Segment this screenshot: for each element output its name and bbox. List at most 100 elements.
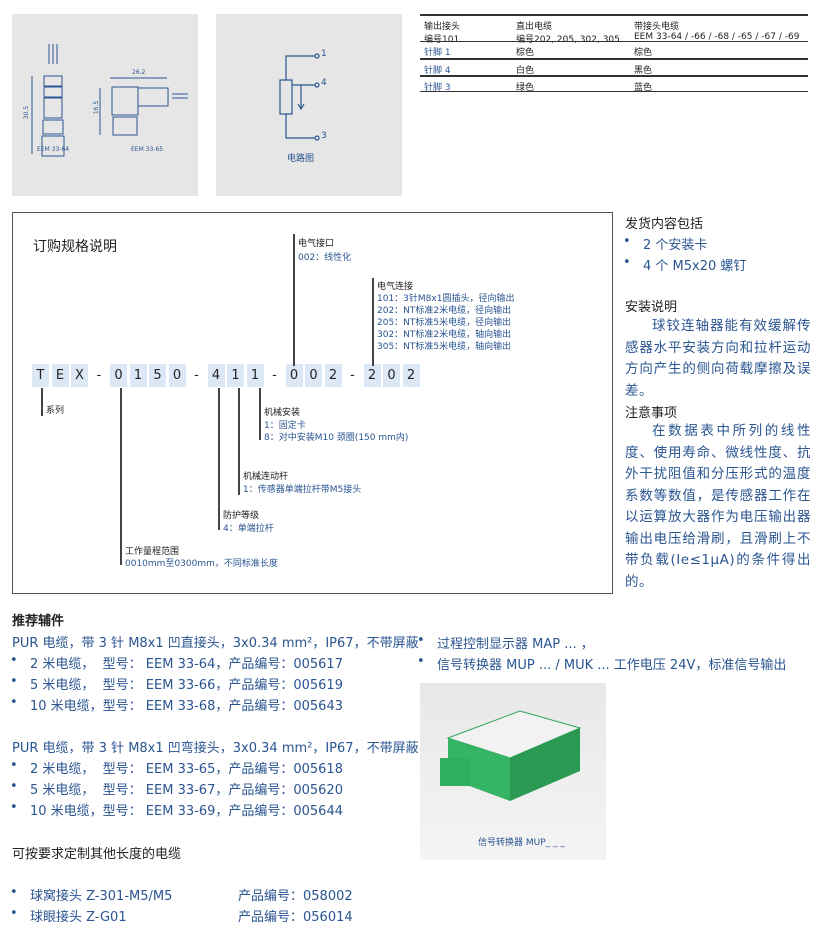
electrical-connection-label: 电气连接: [377, 282, 414, 292]
delivery-item: 2 个安装卡: [623, 234, 708, 253]
accessory-item: 信号转换器 MUP ... / MUK ... 工作电压 24V，标准信号输出: [417, 654, 786, 673]
linkage-rod-label: 机械连动杆: [243, 472, 289, 482]
table-row: 针脚 1 棕色 棕色: [420, 41, 808, 58]
leader-line: [41, 388, 43, 416]
cable-group-2-heading: PUR 电缆，带 3 针 M8x1 凹弯接头，3x0.34 mm²，IP67，不…: [12, 741, 419, 756]
code-char: 0: [285, 364, 303, 387]
leader-line: [238, 388, 240, 495]
install-text: 球铰连轴器能有效缓解传感器水平安装方向和拉杆运动方向产生的侧向荷载摩擦及误差。: [625, 318, 811, 399]
electrical-connection-value: 101：3针M8x1圆插头，径向输出: [377, 294, 515, 304]
leader-line: [259, 388, 261, 440]
cable-group-1-heading: PUR 电缆，带 3 针 M8x1 凹直接头，3x0.34 mm²，IP67，不…: [12, 636, 419, 651]
range-value: 0010mm至0300mm，不同标准长度: [125, 559, 278, 569]
cable-item: 10 米电缆，型号： EEM 33-68，产品编号：005643: [10, 695, 343, 714]
leader-line: [120, 388, 122, 565]
header-col-2-line-2: 编号202, 205, 302, 305: [516, 35, 620, 45]
potentiometer-symbol: [279, 53, 320, 141]
protection-value: 4：单端拉杆: [223, 524, 274, 534]
joint-name: 球窝接头 Z-301-M5/M5: [10, 885, 172, 904]
joint-name: 球眼接头 Z-G01: [10, 906, 127, 925]
cable-item: 2 米电缆， 型号： EEM 33-64，产品编号：005617: [10, 653, 343, 672]
table-row: 针脚 3 绿色 蓝色: [420, 75, 808, 93]
signal-converter-picture: [440, 710, 582, 801]
electrical-interface-label: 电气接口: [298, 239, 335, 249]
code-char: T: [32, 364, 49, 387]
custom-length-note: 可按要求定制其他长度的电缆: [12, 847, 182, 862]
leader-line: [293, 234, 295, 366]
mechanical-mounting-label: 机械安装: [264, 408, 301, 418]
signal-converter-image: 信号转换器 MUP_ _ _: [420, 683, 606, 860]
code-char: 1: [227, 364, 244, 387]
code-char: 0: [110, 364, 127, 387]
pin-cell: 针脚 3: [424, 83, 451, 93]
dim-height2: 16.5: [93, 100, 101, 115]
joint-code: 产品编号：056014: [238, 910, 353, 925]
leader-line: [218, 388, 220, 530]
circuit-panel: 1 4 3 电路图: [216, 14, 402, 196]
connector-color-cell: 黑色: [634, 66, 653, 76]
connector-drawing-panel: 30.5 26.2 16.5 EEM 33-64 EEM 33-65: [12, 14, 198, 196]
code-separator: -: [96, 368, 102, 383]
order-title: 订购规格说明: [33, 239, 117, 255]
label-eem-33-64: EEM 33-64: [37, 146, 70, 153]
image-caption: 信号转换器 MUP_ _ _: [478, 838, 565, 848]
code-char: X: [71, 364, 88, 387]
dim-height: 30.5: [23, 105, 31, 120]
accessories-title: 推荐辅件: [12, 614, 65, 629]
code-char: 2: [363, 364, 381, 387]
table-header: 输出接头编号101 直出电缆编号202, 205, 302, 305 带接头电缆…: [420, 14, 808, 45]
cable-item: 2 米电缆， 型号： EEM 33-65，产品编号：005618: [10, 758, 343, 777]
electrical-connection-value: 305：NT标准5米电缆，轴向输出: [377, 342, 512, 352]
circuit-caption: 电路图: [287, 154, 315, 164]
code-separator: -: [350, 368, 355, 383]
delivery-item: 4 个 M5x20 螺钉: [623, 255, 746, 274]
accessory-item: 过程控制显示器 MAP ... ，: [417, 633, 594, 652]
code-char: 0: [305, 364, 322, 387]
pin-cell: 针脚 1: [424, 48, 451, 58]
order-code-box: [12, 212, 613, 594]
header-col-2-line-1: 直出电缆: [516, 22, 553, 32]
mechanical-mounting-value: 8：对中安装M10 颈圈(150 mm内): [264, 433, 409, 443]
cable-item: 5 米电缆， 型号： EEM 33-67，产品编号：005620: [10, 779, 343, 798]
pin-4-label: 4: [321, 78, 327, 88]
protection-label: 防护等级: [223, 511, 260, 521]
code-char: 2: [324, 364, 342, 387]
cable-color-cell: 棕色: [516, 48, 535, 58]
mechanical-mounting-value: 1：固定卡: [264, 421, 306, 431]
connector-color-cell: 棕色: [634, 48, 653, 58]
joint-code: 产品编号：058002: [238, 889, 353, 904]
header-col-3-line-1: 带接头电缆: [634, 22, 680, 32]
electrical-connection-value: 302：NT标准2米电缆，轴向输出: [377, 330, 512, 340]
pin-1-label: 1: [321, 49, 327, 59]
series-label: 系列: [46, 406, 65, 416]
code-separator: -: [194, 368, 199, 383]
code-char: 0: [168, 364, 186, 387]
code-char: 1: [246, 364, 264, 387]
code-char: E: [51, 364, 69, 387]
label-eem-33-65: EEM 33-65: [131, 146, 164, 153]
pin-cell: 针脚 4: [424, 66, 451, 76]
code-char: 0: [383, 364, 400, 387]
electrical-interface-value: 002：线性化: [298, 253, 352, 263]
dim-width: 26.2: [132, 69, 146, 76]
code-char: 4: [207, 364, 225, 387]
header-col-1-line-1: 输出接头: [424, 22, 461, 32]
header-col-3-line-2: EEM 33-64 / -66 / -68 / -65 / -67 / -69: [634, 32, 800, 42]
code-char: 5: [149, 364, 166, 387]
electrical-connection-value: 202：NT标准2米电缆，径向输出: [377, 306, 512, 316]
pin-3-label: 3: [321, 131, 327, 141]
code-separator: -: [272, 368, 277, 383]
code-char: 1: [129, 364, 147, 387]
delivery-title: 发货内容包括: [625, 217, 704, 232]
cable-item: 5 米电缆， 型号： EEM 33-66，产品编号：005619: [10, 674, 343, 693]
connector-drawing: [31, 44, 188, 157]
notes-title: 注意事项: [625, 406, 678, 421]
pin-assignment-table: 输出接头编号101 直出电缆编号202, 205, 302, 305 带接头电缆…: [420, 14, 808, 93]
header-col-1-line-2: 编号101: [424, 35, 460, 45]
cable-color-cell: 绿色: [516, 83, 535, 93]
linkage-rod-value: 1：传感器单端拉杆带M5接头: [243, 485, 362, 495]
range-label: 工作量程范围: [125, 547, 180, 557]
cable-color-cell: 白色: [516, 66, 535, 76]
notes-text: 在数据表中所列的线性度、使用寿命、微线性度、抗外干扰阻值和分压形式的温度系数等数…: [625, 423, 811, 590]
install-title: 安装说明: [625, 300, 678, 315]
